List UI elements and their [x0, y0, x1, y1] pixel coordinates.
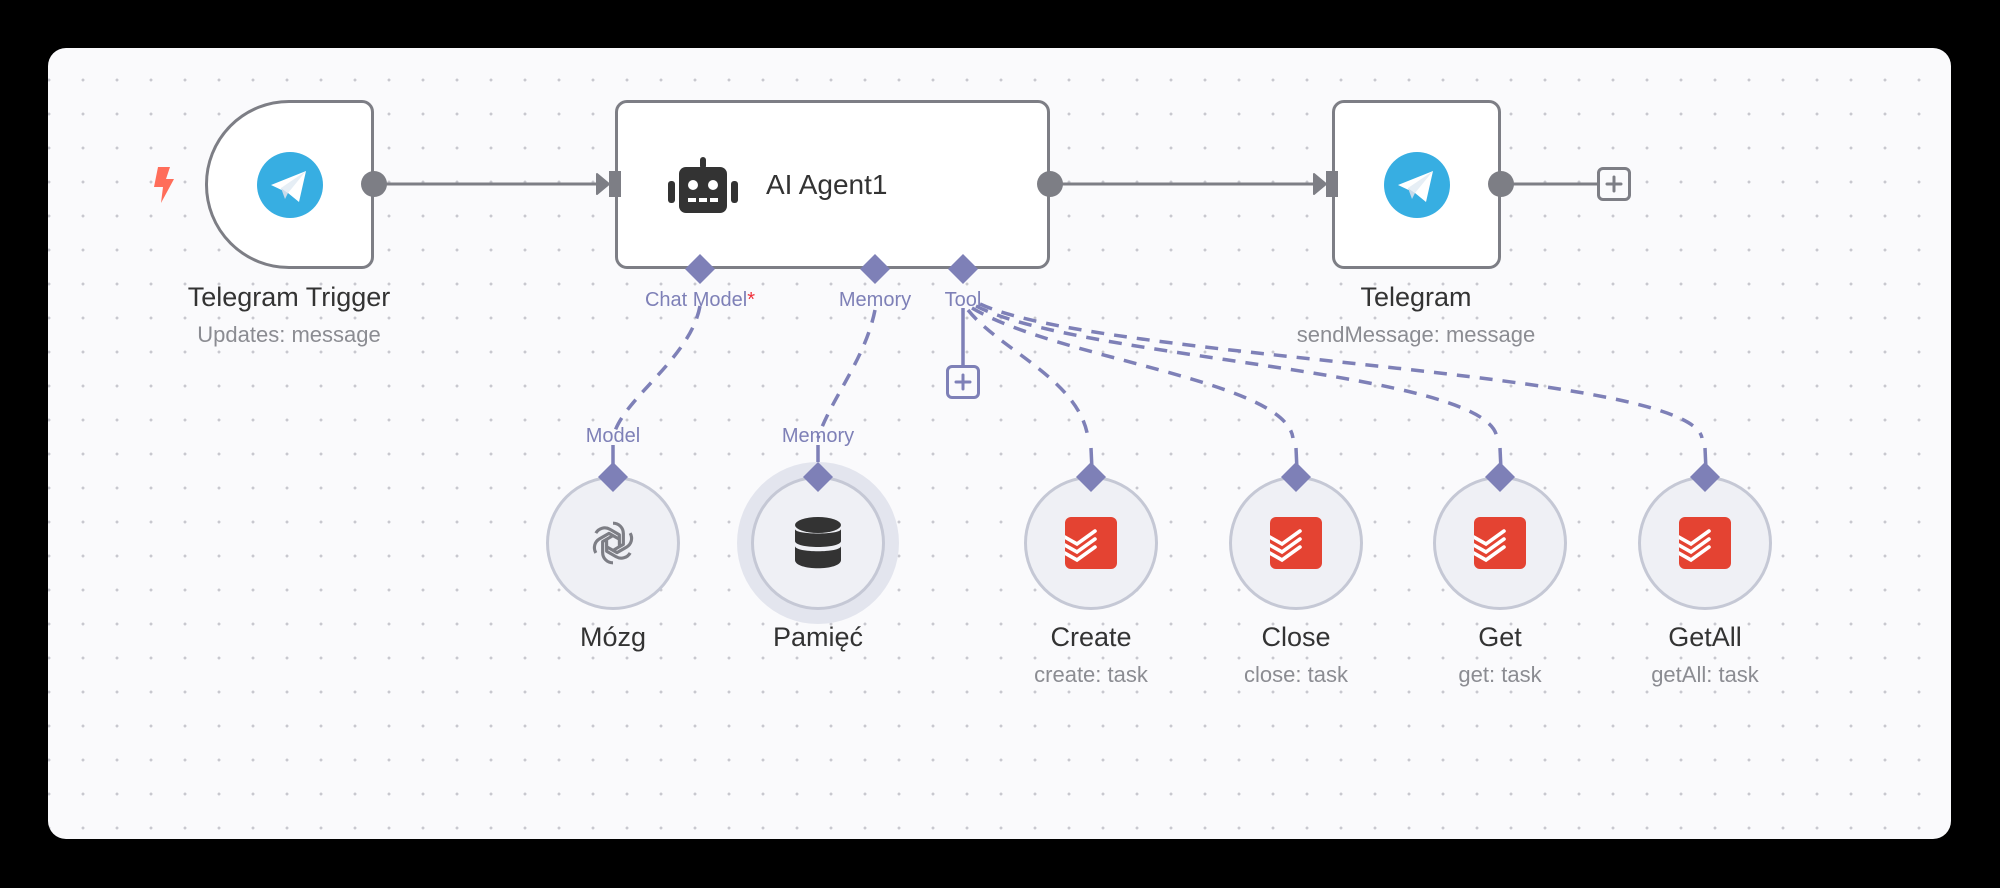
agent-input-port[interactable] — [609, 171, 621, 197]
node-pamiec[interactable] — [751, 476, 885, 610]
node-title: Pamięć — [772, 622, 864, 652]
edge-getall-to-agent[interactable] — [979, 302, 1704, 439]
node-title: Telegram Trigger — [187, 282, 391, 312]
telegram-input-port[interactable] — [1326, 171, 1338, 197]
memory-port-label: Memory — [838, 289, 912, 311]
chat-model-label-text: Chat Model — [644, 289, 748, 311]
todoist-icon — [1679, 517, 1731, 569]
node-title: Mózg — [579, 622, 647, 652]
add-tool-button[interactable] — [946, 365, 980, 399]
node-subtitle: create: task — [1034, 662, 1148, 687]
node-telegram-trigger[interactable] — [205, 100, 374, 269]
chat-model-port[interactable] — [685, 254, 715, 284]
lightning-bolt-icon — [154, 167, 174, 203]
robot-icon — [668, 156, 738, 213]
tool-port-label: Tool — [944, 289, 982, 311]
plus-icon — [954, 373, 972, 391]
node-subtitle: get: task — [1458, 662, 1542, 687]
todoist-icon — [1474, 517, 1526, 569]
edge-model-to-agent[interactable] — [611, 305, 702, 439]
memory-input-label: Memory — [781, 425, 855, 447]
node-subtitle: Updates: message — [197, 322, 381, 347]
node-subtitle: sendMessage: message — [1296, 322, 1536, 347]
node-subtitle: getAll: task — [1651, 662, 1759, 687]
plus-icon — [1605, 175, 1623, 193]
memory-output-port[interactable] — [803, 462, 833, 492]
telegram-icon — [256, 151, 323, 218]
edge-trigger-to-agent-arrow-icon — [596, 173, 610, 195]
node-title: AI Agent1 — [766, 168, 888, 200]
node-title: Get — [1478, 622, 1522, 652]
edge-agent-to-telegram-arrow-icon — [1313, 173, 1327, 195]
tool-port[interactable] — [948, 254, 978, 284]
trigger-output-port[interactable] — [361, 171, 387, 197]
node-title: GetAll — [1668, 622, 1742, 652]
edge-close-to-agent[interactable] — [971, 306, 1295, 439]
todoist-icon — [1065, 517, 1117, 569]
telegram-output-port[interactable] — [1488, 171, 1514, 197]
node-subtitle: close: task — [1244, 662, 1348, 687]
memory-port[interactable] — [860, 254, 890, 284]
node-ai-agent[interactable]: AI Agent1 — [615, 100, 1050, 269]
model-input-label: Model — [585, 425, 641, 447]
create-output-port[interactable] — [1076, 462, 1106, 492]
close-output-port[interactable] — [1281, 462, 1311, 492]
node-getall[interactable] — [1638, 476, 1772, 610]
edge-memory-to-agent[interactable] — [816, 309, 877, 439]
edge-get-to-agent[interactable] — [975, 304, 1499, 439]
node-mozg[interactable] — [546, 476, 680, 610]
node-title: Telegram — [1360, 282, 1472, 312]
telegram-icon — [1383, 151, 1450, 218]
database-icon — [795, 517, 841, 569]
node-title: Create — [1050, 622, 1132, 652]
add-node-button[interactable] — [1597, 167, 1631, 201]
node-get[interactable] — [1433, 476, 1567, 610]
todoist-icon — [1270, 517, 1322, 569]
openai-icon — [589, 521, 637, 565]
model-output-port[interactable] — [598, 462, 628, 492]
node-create[interactable] — [1024, 476, 1158, 610]
chat-model-port-label: Chat Model* — [645, 289, 755, 312]
agent-output-port[interactable] — [1037, 171, 1063, 197]
node-title: Close — [1261, 622, 1331, 652]
get-output-port[interactable] — [1485, 462, 1515, 492]
node-telegram[interactable] — [1332, 100, 1501, 269]
getall-output-port[interactable] — [1690, 462, 1720, 492]
node-close[interactable] — [1229, 476, 1363, 610]
required-marker: * — [747, 289, 756, 311]
